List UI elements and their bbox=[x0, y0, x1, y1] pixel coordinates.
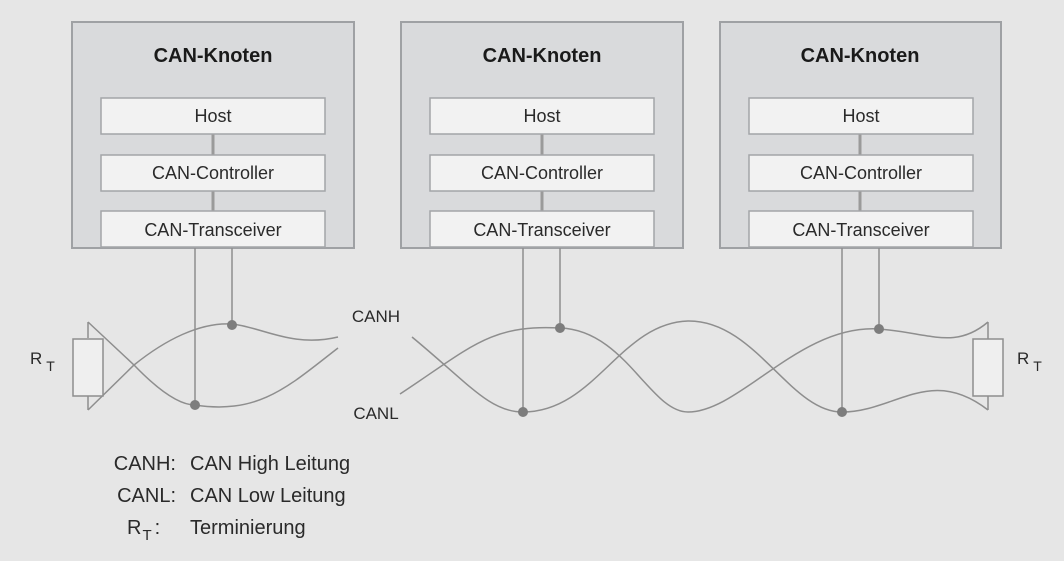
can-node-1: CAN-Knoten Host CAN-Controller CAN-Trans… bbox=[71, 21, 355, 249]
host-box bbox=[748, 97, 974, 135]
host-label: Host bbox=[194, 106, 231, 126]
junction-dot bbox=[518, 407, 528, 417]
node-title: CAN-Knoten bbox=[801, 45, 920, 67]
legend-desc-canl: CAN Low Leitung bbox=[190, 485, 346, 507]
canl-label: CANL bbox=[353, 404, 398, 423]
bus-wire-a bbox=[411, 320, 989, 413]
legend-desc-canh: CAN High Leitung bbox=[190, 453, 350, 475]
host-label: Host bbox=[523, 106, 560, 126]
junction-dot bbox=[874, 324, 884, 334]
junction-dot bbox=[555, 323, 565, 333]
junction-dots bbox=[190, 320, 884, 417]
twisted-pair-bus bbox=[87, 320, 989, 413]
canh-label: CANH bbox=[352, 307, 400, 326]
transceiver-box bbox=[100, 210, 326, 248]
transceiver-box bbox=[748, 210, 974, 248]
junction-dot bbox=[837, 407, 847, 417]
controller-label: CAN-Controller bbox=[800, 163, 922, 183]
canl-wire-left bbox=[87, 347, 339, 411]
bus-wire-b bbox=[399, 321, 989, 413]
legend-desc-rt: Terminierung bbox=[190, 517, 306, 539]
legend: CANH: CAN High Leitung CANL: CAN Low Lei… bbox=[114, 453, 350, 544]
junction-dot bbox=[227, 320, 237, 330]
resistor-icon bbox=[72, 338, 104, 397]
canh-wire-left bbox=[87, 321, 339, 366]
controller-label: CAN-Controller bbox=[152, 163, 274, 183]
stub-lines bbox=[194, 248, 880, 412]
transceiver-label: CAN-Transceiver bbox=[144, 220, 281, 240]
controller-box bbox=[748, 154, 974, 192]
junction-dot bbox=[190, 400, 200, 410]
node-title: CAN-Knoten bbox=[483, 45, 602, 67]
host-box bbox=[429, 97, 655, 135]
host-label: Host bbox=[842, 106, 879, 126]
host-box bbox=[100, 97, 326, 135]
legend-term-canl: CANL: bbox=[117, 485, 176, 507]
transceiver-label: CAN-Transceiver bbox=[473, 220, 610, 240]
can-node-3: CAN-Knoten Host CAN-Controller CAN-Trans… bbox=[719, 21, 1002, 249]
legend-term-rt: RT: bbox=[127, 517, 160, 544]
resistor-icon bbox=[972, 338, 1004, 397]
transceiver-label: CAN-Transceiver bbox=[792, 220, 929, 240]
legend-term-canh: CANH: bbox=[114, 453, 176, 475]
node-title: CAN-Knoten bbox=[154, 45, 273, 67]
transceiver-box bbox=[429, 210, 655, 248]
controller-box bbox=[100, 154, 326, 192]
controller-label: CAN-Controller bbox=[481, 163, 603, 183]
controller-box bbox=[429, 154, 655, 192]
can-node-2: CAN-Knoten Host CAN-Controller CAN-Trans… bbox=[400, 21, 684, 249]
